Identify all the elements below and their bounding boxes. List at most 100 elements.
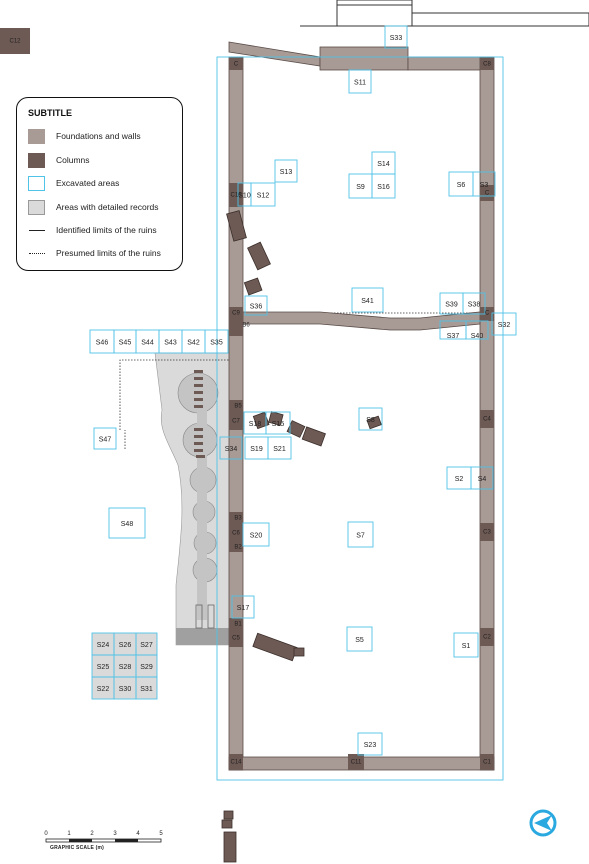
column-label: B2 (234, 545, 242, 551)
legend-label: Foundations and walls (56, 131, 141, 141)
detailed-area (154, 352, 233, 646)
legend-detailed: Areas with detailed records (28, 199, 178, 217)
sector-label: S32 (498, 322, 511, 329)
column-label: C1 (483, 760, 491, 766)
excavated-square (274, 159, 298, 183)
sector-label: S19 (250, 446, 263, 453)
sector-label: S36 (250, 303, 263, 310)
legend: SUBTITLE Foundations and walls Columns E… (16, 97, 183, 271)
column-label: C (485, 191, 490, 197)
excavated-square (358, 407, 383, 431)
sector-label: S30 (119, 686, 132, 693)
sector-label: S37 (447, 333, 460, 340)
sector-label: S1 (462, 643, 471, 650)
excavated-square (348, 69, 372, 94)
legend-label: Columns (56, 155, 90, 165)
excavated-square (491, 312, 517, 336)
sector-label: S27 (140, 642, 153, 649)
legend-presumed: Presumed limits of the ruins (28, 245, 178, 263)
column-label: C (485, 311, 490, 317)
north-structure (300, 0, 589, 27)
sector-label: S33 (390, 35, 403, 42)
sector-label: S43 (164, 339, 177, 346)
legend-foundations: Foundations and walls (28, 128, 178, 146)
sector-label: S18 (249, 421, 262, 428)
excavated-square (135, 676, 158, 700)
column-label: C11 (351, 760, 362, 766)
excavated-boundary (216, 56, 504, 781)
dotted-line-swatch (29, 253, 45, 254)
sector-label: S47 (99, 436, 112, 443)
legend-label: Areas with detailed records (56, 202, 159, 212)
sector-label: S42 (187, 339, 200, 346)
sector-label: S41 (361, 298, 374, 305)
column-label: C4 (483, 417, 491, 423)
scale-tick: 3 (113, 831, 117, 837)
excavated-square (351, 287, 384, 313)
detailed-swatch (28, 200, 45, 215)
excavated-square (465, 320, 489, 340)
sector-label: S44 (141, 339, 154, 346)
sector-label: S6 (457, 182, 466, 189)
sector-label: S3 (480, 182, 489, 189)
sector-label: S8 (366, 417, 375, 424)
excavated-square (346, 626, 373, 652)
column-label: C12 (9, 39, 21, 45)
foundation-swatch (28, 129, 45, 144)
scale-tick: 2 (90, 831, 94, 837)
column-c12 (0, 28, 30, 54)
excavated-square (357, 732, 383, 756)
legend-excavated: Excavated areas (28, 175, 178, 193)
sector-label: S14 (377, 161, 390, 168)
column-label: B1 (234, 622, 242, 628)
sector-label: S48 (121, 521, 134, 528)
sector-label: S11 (354, 79, 366, 86)
excavated-areas (89, 25, 517, 756)
sector-label: S4 (478, 476, 487, 483)
sector-label: S25 (97, 664, 110, 671)
column-label: C7 (232, 419, 240, 425)
sector-label: S22 (97, 686, 110, 693)
column-label: C9 (232, 311, 240, 317)
column-label: C2 (483, 635, 491, 641)
walls (228, 41, 495, 771)
column-label: C8 (483, 62, 491, 68)
excavated-square (267, 436, 292, 460)
scale-tick: 4 (136, 831, 140, 837)
scale-title: GRAPHIC SCALE (m) (50, 845, 104, 851)
excavated-square (219, 436, 243, 460)
sector-label: S46 (96, 339, 109, 346)
sector-label: S35 (210, 339, 223, 346)
excavated-square (242, 522, 270, 547)
legend-identified: Identified limits of the ruins (28, 222, 178, 240)
column-label: C10 (230, 193, 242, 199)
excavated-square (204, 329, 229, 354)
excavated-square (93, 427, 117, 450)
solid-line-swatch (29, 230, 45, 231)
column-label: B5 (234, 404, 242, 410)
excavated-square (472, 171, 496, 197)
sector-label: S28 (119, 664, 132, 671)
sector-label: S7 (356, 532, 365, 539)
excavated-square (347, 521, 374, 548)
scale-tick: 5 (159, 831, 163, 837)
excavated-square (231, 595, 255, 619)
excavated-square (265, 411, 291, 435)
excavated-square (244, 295, 268, 316)
column-label: B6 (242, 323, 250, 329)
sector-label: S15 (272, 421, 285, 428)
column-label: C14 (230, 760, 242, 766)
legend-title: SUBTITLE (28, 108, 72, 118)
excavated-square (371, 173, 396, 199)
sector-label: S45 (119, 339, 132, 346)
sector-label: S40 (471, 333, 484, 340)
sector-label: S29 (140, 664, 153, 671)
excavated-square (108, 507, 146, 539)
column-label: C3 (483, 530, 491, 536)
legend-label: Excavated areas (56, 178, 120, 188)
column-blocks (229, 57, 494, 770)
excavated-square (462, 292, 486, 315)
legend-label: Presumed limits of the ruins (56, 248, 161, 258)
